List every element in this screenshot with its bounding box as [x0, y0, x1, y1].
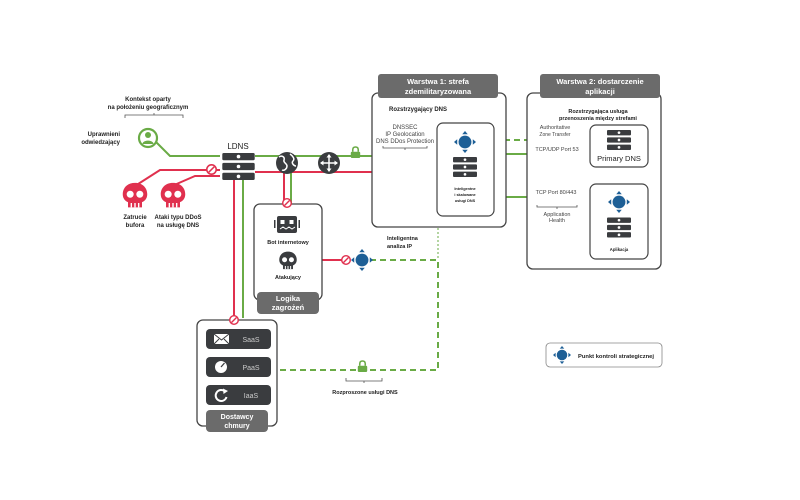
svg-text:aplikacji: aplikacji [585, 87, 615, 96]
router [318, 152, 340, 174]
svg-text:bufora: bufora [126, 223, 145, 229]
cloud-providers-panel: SaaS PaaS IaaS Dostawcy chmury [196, 315, 278, 432]
svg-text:na położeniu geograficznym: na położeniu geograficznym [108, 105, 189, 111]
svg-text:Rozstrzygająca usługa: Rozstrzygająca usługa [568, 109, 628, 115]
svg-text:Warstwa 2: dostarczenie: Warstwa 2: dostarczenie [556, 77, 643, 86]
blocked-icon [206, 164, 217, 175]
svg-text:zagrożeń: zagrożeń [272, 303, 305, 312]
svg-text:Rozproszone usługi DNS: Rozproszone usługi DNS [332, 390, 398, 396]
distributed-dns: Rozproszone usługi DNS [332, 360, 398, 396]
svg-text:Authoritative: Authoritative [540, 125, 571, 131]
svg-text:Aplikacja: Aplikacja [610, 247, 629, 252]
cache-poisoning-threat: Zatrucie bufora [122, 182, 148, 229]
svg-text:Primary DNS: Primary DNS [597, 154, 641, 163]
svg-text:Warstwa 1: strefa: Warstwa 1: strefa [407, 77, 470, 86]
paas-item[interactable]: PaaS [206, 357, 271, 377]
svg-text:PaaS: PaaS [242, 365, 259, 372]
legit-user: Uprawnieni odwiedzający [81, 127, 159, 149]
internet-globe [276, 152, 298, 174]
svg-text:Application: Application [544, 212, 571, 218]
application-box[interactable]: Aplikacja [589, 183, 649, 260]
ddos-threat: Ataki typu DDoS na usługę DNS [154, 182, 202, 229]
primary-dns-box[interactable]: Primary DNS [589, 124, 649, 168]
server-icon [222, 153, 255, 180]
svg-text:Health: Health [549, 218, 565, 224]
svg-text:DNSSEC: DNSSEC [392, 125, 418, 131]
red-link-ddos [171, 175, 220, 187]
blocked-icon [282, 198, 292, 208]
legend: Punkt kontroli strategicznej [545, 342, 663, 368]
svg-text:Logika: Logika [276, 294, 301, 303]
svg-text:IP Geolocation: IP Geolocation [385, 132, 424, 138]
svg-text:LDNS: LDNS [227, 142, 248, 151]
svg-text:chmury: chmury [224, 423, 249, 430]
svg-text:zdemilitaryzowana: zdemilitaryzowana [405, 87, 472, 96]
server-icon [607, 130, 631, 150]
dashed-distributed-dns [272, 259, 439, 371]
green-user-link [151, 137, 220, 157]
svg-text:Punkt kontroli strategicznej: Punkt kontroli strategicznej [578, 354, 654, 360]
svg-text:i skalowane: i skalowane [454, 193, 475, 197]
svg-text:Inteligentna: Inteligentna [387, 236, 419, 242]
svg-text:TCP Port 80/443: TCP Port 80/443 [536, 190, 577, 196]
lock-icon [350, 146, 361, 159]
svg-text:Inteligentne: Inteligentne [454, 187, 475, 191]
blocked-icon [341, 255, 351, 265]
lock-icon [357, 360, 368, 373]
svg-text:SaaS: SaaS [242, 337, 259, 344]
svg-text:DNS DDos Protection: DNS DDos Protection [376, 139, 434, 145]
skull-icon [160, 182, 186, 208]
svg-text:Rozstrzygający DNS: Rozstrzygający DNS [389, 107, 447, 113]
svg-text:Dostawcy: Dostawcy [221, 414, 254, 421]
red-link-cache-poison [134, 169, 220, 187]
blocked-icon [229, 315, 239, 325]
server-icon [607, 217, 631, 238]
svg-text:TCP/UDP Port 53: TCP/UDP Port 53 [535, 147, 578, 153]
svg-text:Atakujący: Atakujący [275, 275, 302, 281]
server-icon [453, 157, 477, 177]
svg-text:IaaS: IaaS [244, 393, 259, 400]
svg-text:usługi DNS: usługi DNS [455, 199, 476, 203]
mail-icon [213, 333, 230, 345]
svg-text:Zatrucie: Zatrucie [123, 215, 147, 221]
threat-logic-panel: Bot internetowy Atakujący Logika zagroże… [253, 198, 323, 314]
refresh-icon [214, 388, 228, 402]
svg-text:Kontekst oparty: Kontekst oparty [125, 97, 171, 103]
svg-text:na usługę DNS: na usługę DNS [157, 223, 199, 229]
svg-text:Zone Transfer: Zone Transfer [539, 132, 570, 138]
ip-intelligence-control-point[interactable]: Inteligentna analiza IP [341, 236, 419, 271]
ldns-server[interactable]: LDNS [206, 142, 255, 180]
gauge-icon [215, 361, 227, 373]
context-label: Kontekst oparty na położeniu geograficzn… [108, 97, 189, 118]
svg-text:Bot internetowy: Bot internetowy [267, 240, 309, 246]
skull-icon [122, 182, 148, 208]
control-point-icon [351, 249, 373, 271]
saas-item[interactable]: SaaS [206, 329, 271, 349]
smart-dns-box[interactable]: Inteligentne i skalowane usługi DNS [436, 122, 495, 217]
svg-text:Ataki typu DDoS: Ataki typu DDoS [154, 215, 201, 221]
svg-text:przenoszenia między strefami: przenoszenia między strefami [559, 116, 637, 122]
globe-icon [276, 152, 298, 174]
svg-text:Uprawnieni: Uprawnieni [88, 132, 121, 138]
svg-text:analiza IP: analiza IP [387, 244, 412, 250]
svg-text:odwiedzający: odwiedzający [81, 140, 120, 146]
iaas-item[interactable]: IaaS [206, 385, 271, 405]
bot-icon [274, 216, 300, 233]
